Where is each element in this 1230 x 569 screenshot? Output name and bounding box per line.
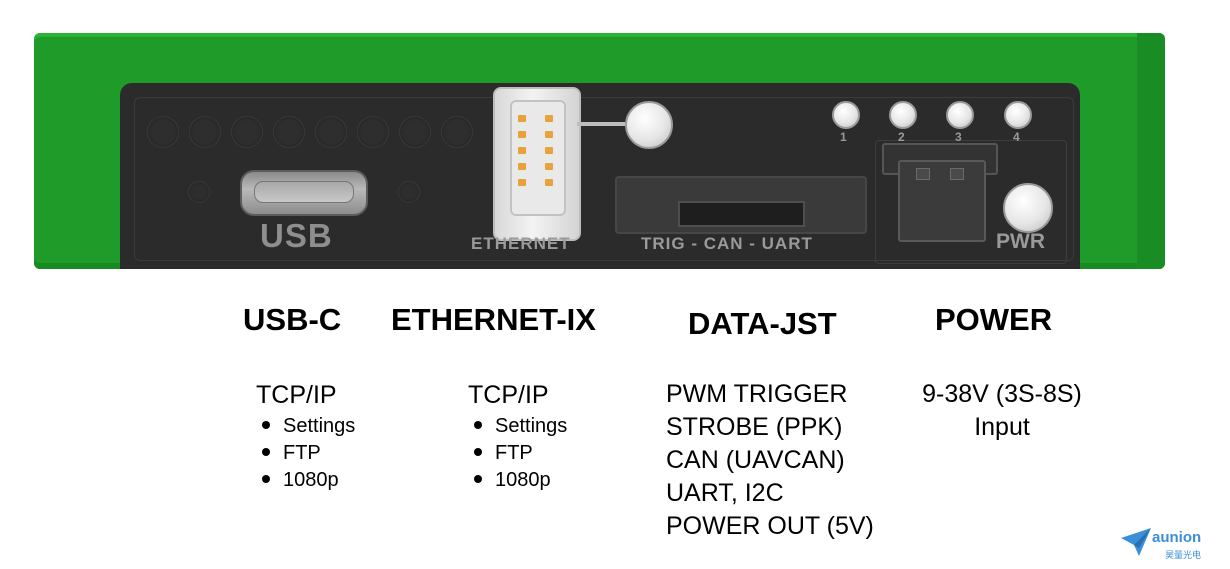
status-led-1 [832,101,860,129]
brand-logo-subtitle: 昊量光电 [1165,550,1202,560]
status-led-4 [1004,101,1032,129]
screw-hole [188,181,210,203]
vent-hole [231,116,263,148]
list-item: UART, I2C [666,479,784,507]
ethernet-pin [545,163,553,170]
ethernet-pin [545,179,553,186]
usb-section-subtitle: TCP/IP [256,381,337,409]
vent-hole [441,116,473,148]
connector-panel-bezel [134,97,1074,261]
status-led-3 [946,101,974,129]
ethernet-port-label: ETHERNET [471,234,571,253]
vent-hole [189,116,221,148]
usb-feature-list: Settings FTP 1080p [262,413,355,494]
power-spec-line: Input [974,413,1030,441]
ethernet-pin [545,115,553,122]
status-led-2 [889,101,917,129]
power-button [1003,183,1053,233]
list-item: FTP [262,440,355,467]
led-number: 2 [898,130,905,144]
power-button-label: PWR [996,230,1045,253]
ethernet-pin [518,179,526,186]
power-port-zone [875,140,1067,264]
list-item: Settings [474,413,567,440]
ethernet-section-title: ETHERNET-IX [391,302,596,337]
led-number: 4 [1013,130,1020,144]
data-feature-list: PWM TRIGGER STROBE (PPK) CAN (UAVCAN) UA… [666,378,874,543]
power-section-title: POWER [935,302,1053,337]
device-housing-edge [1137,33,1165,269]
list-item: 1080p [262,467,355,494]
vent-hole [147,116,179,148]
list-item: STROBE (PPK) [666,413,843,441]
bullet-icon [474,474,482,483]
data-section-title: DATA-JST [688,306,837,341]
ethernet-pin [518,163,526,170]
vent-hole [273,116,305,148]
ethernet-pin [545,147,553,154]
list-item: Settings [262,413,355,440]
data-connector-slot [678,201,805,227]
vent-hole [399,116,431,148]
ethernet-pin [518,115,526,122]
power-spec-list: 9-38V (3S-8S) Input [910,378,1094,444]
device-illustration: USB ETHERNET TRIG - CAN - UART 1 2 3 4 P… [0,0,1230,280]
led-number: 3 [955,130,962,144]
paper-plane-icon [1121,528,1151,561]
brand-logo-text: aunion [1152,529,1202,546]
list-item: CAN (UAVCAN) [666,446,845,474]
jst-pin [950,168,964,180]
jst-power-connector [898,160,986,242]
list-item: FTP [474,440,567,467]
vent-hole [315,116,347,148]
bullet-icon [262,420,270,429]
ethernet-latch-button [625,101,673,149]
ethernet-pin [518,131,526,138]
bullet-icon [262,474,270,483]
ethernet-feature-list: Settings FTP 1080p [474,413,567,494]
ethernet-pin [518,147,526,154]
data-port-label: TRIG - CAN - UART [641,234,813,253]
vent-hole [357,116,389,148]
usb-port-label: USB [260,217,333,254]
list-item: 1080p [474,467,567,494]
ethernet-section-subtitle: TCP/IP [468,381,549,409]
screw-hole [398,181,420,203]
led-number: 1 [840,130,847,144]
list-item: POWER OUT (5V) [666,512,874,540]
list-item: PWM TRIGGER [666,380,848,408]
bullet-icon [262,447,270,456]
usb-section-title: USB-C [243,302,342,337]
ethernet-latch-wire [577,122,633,126]
usb-c-port [240,170,368,216]
power-spec-line: 9-38V (3S-8S) [922,380,1082,408]
ethernet-pin [545,131,553,138]
bullet-icon [474,420,482,429]
jst-pin [916,168,930,180]
bullet-icon [474,447,482,456]
